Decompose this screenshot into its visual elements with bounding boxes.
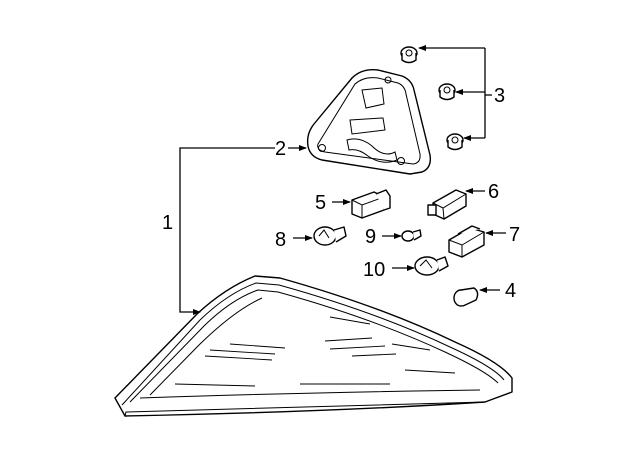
- bulb-10: [414, 256, 449, 276]
- callout-6: 6: [488, 181, 499, 203]
- socket-5: [351, 189, 391, 219]
- bulb-4: [453, 287, 479, 307]
- callout-7: 7: [509, 224, 520, 246]
- callout-5: 5: [315, 192, 326, 214]
- bulb-8: [313, 226, 347, 246]
- callout-8: 8: [275, 229, 286, 251]
- gasket-plate: [306, 68, 432, 175]
- callout-1: 1: [162, 212, 173, 234]
- callout-10: 10: [363, 259, 385, 281]
- tail-lamp-assembly: [114, 275, 513, 417]
- nut-top: [400, 46, 418, 64]
- nut-bottom: [446, 133, 464, 151]
- callout-9: 9: [365, 226, 376, 248]
- bulb-9: [401, 229, 422, 242]
- callout-4: 4: [505, 280, 516, 302]
- leader-lines: [179, 45, 506, 315]
- callout-2: 2: [275, 138, 286, 160]
- callout-3: 3: [494, 85, 505, 107]
- socket-6: [427, 189, 467, 220]
- nut-middle: [438, 83, 456, 101]
- socket-7: [448, 225, 485, 258]
